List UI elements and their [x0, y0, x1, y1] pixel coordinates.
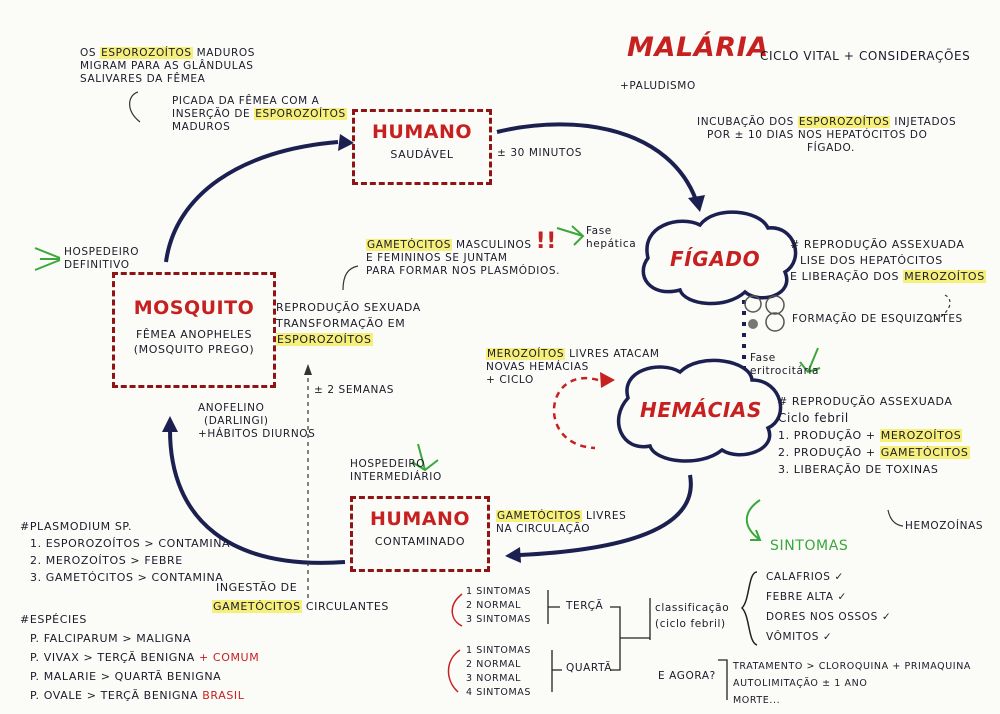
arrowhead: [600, 372, 615, 388]
list-item: Calafrios ✓: [766, 571, 844, 583]
note-incubacao: Incubação dos esporozoítos injetados por…: [697, 116, 957, 154]
list-item: 3 normal: [466, 673, 522, 684]
esquizontes-arrow: [929, 294, 951, 323]
node-figado: FÍGADO: [670, 247, 761, 271]
list-item: 1 sintomas: [466, 586, 532, 597]
figado-cloud: [641, 210, 798, 306]
node-humano-contaminado: HUMANO CONTAMINADO: [350, 496, 490, 572]
arrow-hemacias-to-humano: [519, 474, 693, 557]
bracket: [740, 571, 758, 646]
note-merozoitos-livres: Merozoítos livres atacam novas hemácias …: [486, 348, 660, 386]
list-item: Febre alta ✓: [766, 591, 847, 603]
list-item: 2 normal: [466, 600, 522, 611]
arrow-mosquito-to-humano: [164, 140, 339, 263]
note-reproducao-assexuada-hemacias: # Reprodução assexuada Ciclo febril 1. P…: [778, 395, 970, 476]
especies-block: #Espécies P. falciparum > maligna P. viv…: [20, 613, 260, 702]
terca-lines: 1 sintomas 2 normal 3 sintomas: [466, 585, 531, 627]
node-name: HUMANO: [372, 121, 472, 143]
list-item: autolimitação ± 1 ano: [733, 678, 868, 689]
node-mosquito: MOSQUITO fêmea anopheles (mosquito prego…: [112, 272, 276, 388]
node-state: SAUDÁVEL: [390, 148, 454, 161]
list-item: P. vivax > terçã benigna: [30, 651, 195, 664]
arrow-humano-to-figado: [496, 122, 698, 201]
note-reproducao-sexuada: Reprodução sexuada transformação em espo…: [276, 301, 421, 346]
note-gametocitos-juntam: Gametócitos masculinos !! e femininos se…: [366, 229, 561, 277]
note-trinta-minutos: ± 30 minutos: [497, 147, 583, 159]
note-esporozoitos-maduros: Os esporozoítos maduros migram para as g…: [80, 47, 256, 85]
page-title: MALÁRIA: [627, 32, 769, 63]
list-item: 1 sintomas: [466, 645, 532, 656]
list-item: P. ovale > terçã benigna: [30, 689, 199, 702]
note-picada: picada da fêmea com a inserção de esporo…: [172, 95, 347, 133]
node-humano-saudavel: HUMANO SAUDÁVEL: [352, 109, 492, 185]
plasmodium-block: #Plasmodium sp. 1. Esporozoítos > contam…: [20, 518, 230, 586]
note-anofelino: anofelino (darlingi) +hábitos diurnos: [198, 402, 316, 440]
quarta-label: quartã: [566, 662, 613, 674]
bracket: [547, 590, 728, 700]
node-line: (mosquito prego): [133, 343, 255, 356]
block-title: #Espécies: [20, 613, 87, 626]
red-cycle-arrow: [447, 593, 463, 693]
list-item: Vômitos ✓: [766, 631, 833, 643]
list-item: Tratamento > cloroquina + primaquina: [733, 661, 972, 672]
note-gametocitos-livres: Gametócitos livres na circulação: [496, 510, 627, 535]
tratamento-block: Tratamento > cloroquina + primaquina aut…: [733, 658, 971, 709]
arrowhead: [304, 364, 312, 375]
list-item: P. falciparum > maligna: [30, 632, 192, 645]
note-duas-semanas: ± 2 semanas: [314, 384, 394, 396]
note-reproducao-assexuada-figado: # Reprodução assexuada lise dos hepatóci…: [790, 238, 986, 283]
green-arrow: [34, 225, 821, 541]
list-item: morte...: [733, 695, 781, 706]
page-subtitle: ciclo vital + considerações: [760, 49, 971, 63]
terca-label: terçã: [566, 600, 604, 612]
sintomas-list: Calafrios ✓ Febre alta ✓ Dores nos ossos…: [766, 567, 891, 647]
node-line: fêmea anopheles: [135, 328, 253, 341]
block-title: #Plasmodium sp.: [20, 520, 133, 533]
list-item: P. malarie > quartã benigna: [30, 670, 222, 683]
note-hospedeiro-intermediario: Hospedeiro intermediário: [350, 458, 442, 483]
arrowhead: [505, 547, 521, 563]
list-item: Dores nos ossos ✓: [766, 611, 892, 623]
note-ingestao: Ingestão de gametócitos circulantes: [212, 581, 390, 613]
thin-arrow: [342, 265, 359, 291]
list-item: 2 normal: [466, 659, 522, 670]
note-esquizontes: formação de esquizontes: [792, 313, 963, 325]
list-item: 1. Esporozoítos > contamina: [30, 537, 231, 550]
node-state: CONTAMINADO: [374, 535, 466, 548]
title-alias: +paludismo: [620, 80, 696, 92]
list-item: 2. Merozoítos > febre: [30, 554, 183, 567]
arrowhead: [338, 134, 354, 151]
list-item: 3. Gametócitos > contamina: [30, 571, 224, 584]
schizont-icon: [748, 319, 758, 329]
arrowhead: [162, 416, 178, 432]
note-hospedeiro-definitivo: Hospedeiro definitivo: [64, 246, 140, 271]
schizont-icon: [744, 295, 762, 313]
node-hemacias: HEMÁCIAS: [640, 398, 762, 422]
schizont-icon: [765, 295, 785, 315]
node-name: HUMANO: [370, 508, 470, 530]
arrowhead: [688, 195, 705, 212]
note-e-agora: e agora?: [658, 670, 716, 682]
node-name: MOSQUITO: [133, 297, 255, 319]
note-fase-hepatica: Fase hepática: [586, 225, 637, 250]
hemacias-cloud: [616, 358, 783, 463]
list-item: 4 sintomas: [466, 687, 532, 698]
note-classificacao: classificação (ciclo febril): [655, 602, 730, 630]
arrow-humano-to-mosquito: [168, 429, 346, 565]
note-fase-eritrocitaria: Fase eritrocitária: [750, 352, 820, 377]
hook-arrow: [887, 509, 904, 527]
reinfection-loop: [552, 376, 599, 450]
thin-arrow: [129, 91, 141, 123]
list-item: 3 sintomas: [466, 614, 532, 625]
quarta-lines: 1 sintomas 2 normal 3 normal 4 sintomas: [466, 644, 531, 700]
schizont-icon: [765, 312, 785, 332]
note-hemozoinas: hemozoínas: [905, 520, 984, 532]
sintomas-title: sintomas: [770, 538, 849, 554]
